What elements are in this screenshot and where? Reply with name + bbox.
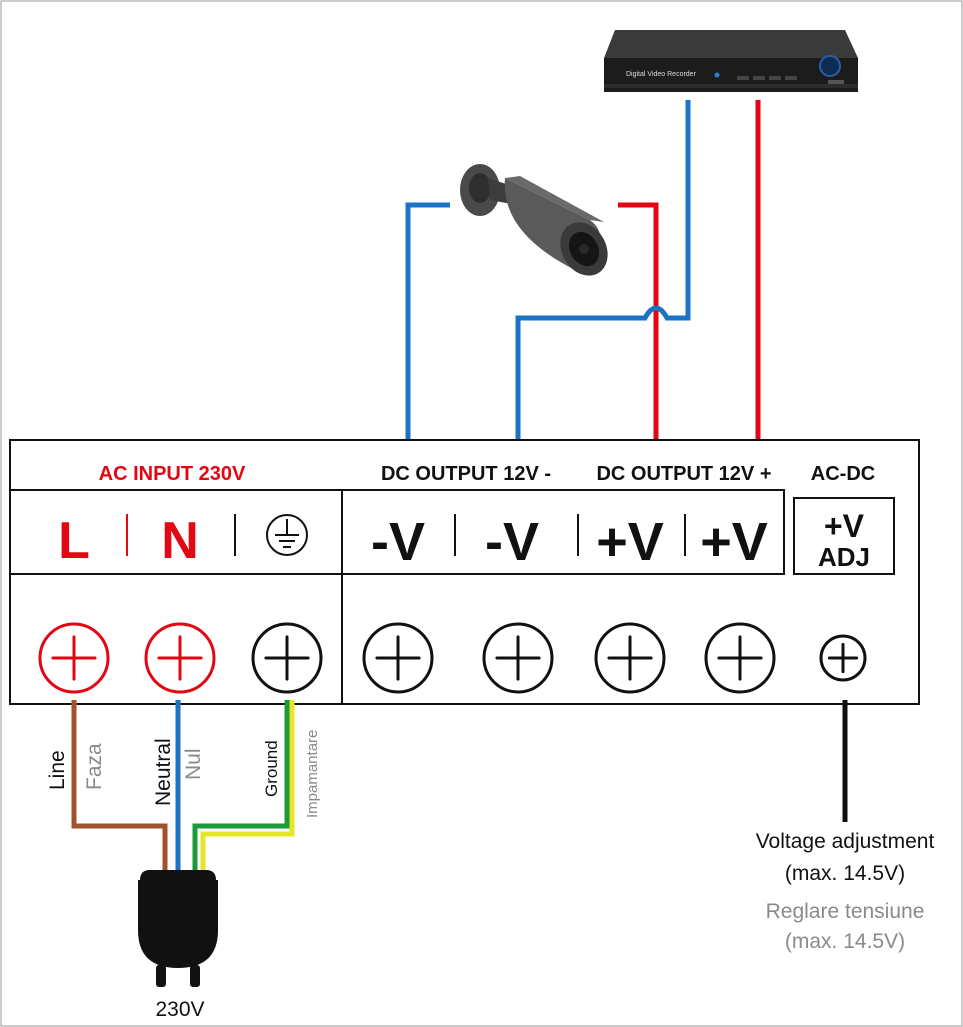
symbol-line: L xyxy=(58,512,90,570)
symbol-dc-neg-1: -V xyxy=(371,512,425,572)
header-acdc: AC-DC xyxy=(811,463,875,485)
terminal-screw-neutral xyxy=(144,622,216,694)
protective-earth-icon xyxy=(266,514,308,556)
ground-wire-yellow xyxy=(200,700,295,880)
symbol-dc-pos-1: +V xyxy=(596,512,664,572)
plug-icon xyxy=(138,870,218,987)
terminal-screw-dc-pos-2 xyxy=(704,622,776,694)
dvr-label: Digital Video Recorder xyxy=(626,71,697,78)
adjustment-max-ro: (max. 14.5V) xyxy=(785,930,905,953)
terminal-screw-dc-pos-1 xyxy=(594,622,666,694)
header-dc-positive: DC OUTPUT 12V + xyxy=(596,463,771,485)
symbol-adj-top: +V xyxy=(824,508,865,544)
ground-wire-green xyxy=(192,700,290,880)
adjustment-max-en: (max. 14.5V) xyxy=(785,862,905,885)
dvr-negative-wire xyxy=(515,100,691,440)
terminal-row xyxy=(38,622,867,694)
symbol-dc-neg-2: -V xyxy=(485,512,539,572)
ground-label-ro: Impamantare xyxy=(304,730,321,818)
neutral-label-en: Neutral xyxy=(152,738,175,806)
line-wire xyxy=(71,700,168,880)
ac-wires xyxy=(71,700,295,880)
camera-negative-wire xyxy=(405,202,450,440)
header-dc-negative: DC OUTPUT 12V - xyxy=(381,463,551,485)
dc-symbol-box xyxy=(341,489,785,575)
terminal-screw-line xyxy=(38,622,110,694)
plug-voltage-label: 230V xyxy=(155,998,204,1021)
camera-device xyxy=(460,164,608,276)
ground-label-en: Ground xyxy=(262,740,281,797)
terminal-screw-adj xyxy=(819,634,867,682)
symbol-adj-bottom: ADJ xyxy=(818,542,870,572)
dvr-device: Digital Video Recorder xyxy=(604,30,858,92)
symbol-neutral: N xyxy=(161,512,199,570)
camera-positive-wire xyxy=(618,202,659,440)
terminal-screw-dc-neg-1 xyxy=(362,622,434,694)
adjustment-label-en: Voltage adjustment xyxy=(756,830,935,853)
adjustment-label-ro: Reglare tensiune xyxy=(766,900,925,923)
line-label-ro: Faza xyxy=(83,743,106,790)
symbol-dc-pos-2: +V xyxy=(700,512,768,572)
neutral-label-ro: Nul xyxy=(182,748,205,780)
terminal-screw-dc-neg-2 xyxy=(482,622,554,694)
header-ac-input: AC INPUT 230V xyxy=(99,463,246,485)
dc-wires xyxy=(405,100,761,440)
line-label-en: Line xyxy=(46,750,69,790)
adj-symbol-box xyxy=(793,497,895,575)
terminal-screw-ground xyxy=(251,622,323,694)
